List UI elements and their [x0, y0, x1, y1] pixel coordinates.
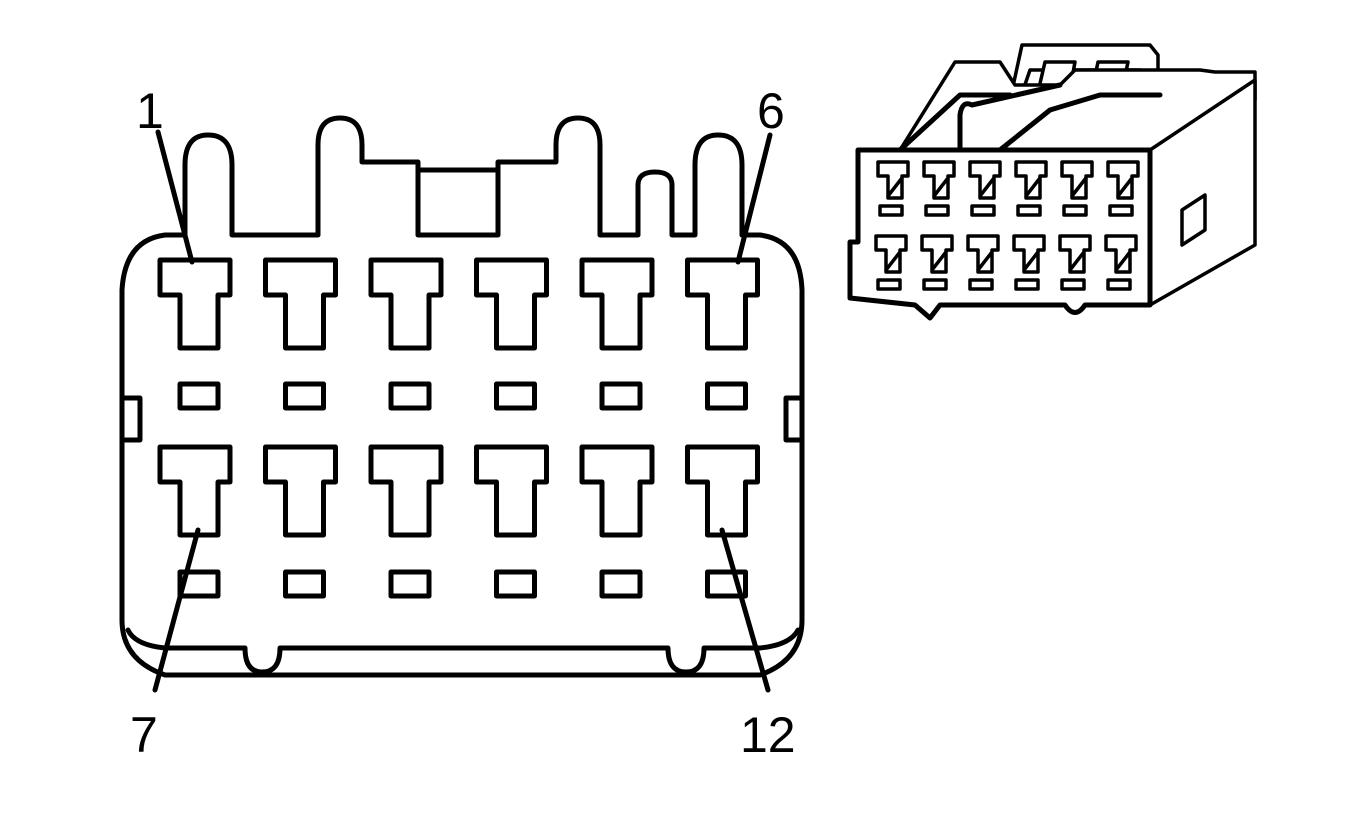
- right-side-tab: [783, 395, 805, 443]
- pin-cavity-3: [368, 257, 444, 351]
- pin-cavities: [157, 257, 760, 599]
- locking-slot-10: [494, 569, 537, 599]
- locking-slot-7: [177, 569, 221, 599]
- leader-line-pin-1: [155, 129, 195, 265]
- perspective-pin-cavities: [874, 160, 1140, 291]
- pin-label-12: 12: [740, 707, 796, 763]
- pin-cavity-5: [579, 257, 655, 351]
- locking-slot-1: [177, 381, 221, 411]
- perspective-slot-9: [968, 278, 994, 291]
- locking-slot-9: [388, 569, 432, 599]
- pin-cavity-12: [685, 444, 760, 538]
- perspective-slot-5: [1062, 204, 1088, 217]
- leader-line-pin-6: [735, 132, 773, 265]
- perspective-slot-2: [924, 204, 950, 217]
- perspective-pin-cavity-3: [968, 160, 1002, 200]
- pin-cavity-4: [474, 257, 549, 351]
- pin-label-1: 1: [136, 83, 164, 139]
- connector-top-profile: [182, 115, 745, 238]
- pin-cavity-1: [157, 257, 233, 351]
- pin-cavity-6: [685, 257, 760, 351]
- locking-slot-8: [283, 569, 326, 599]
- locking-slot-11: [599, 569, 643, 599]
- pin-cavity-2: [263, 257, 338, 351]
- locking-slot-3: [388, 381, 432, 411]
- leader-line-pin-7: [152, 527, 201, 693]
- perspective-slot-12: [1106, 278, 1132, 291]
- pin-cavity-11: [579, 444, 655, 538]
- perspective-pin-cavity-9: [966, 234, 1000, 274]
- pin-cavity-9: [368, 444, 444, 538]
- perspective-slot-11: [1060, 278, 1086, 291]
- connector-perspective-view: [847, 43, 1257, 321]
- perspective-top-ridge-1: [897, 92, 1013, 153]
- connector-body: [119, 232, 805, 678]
- perspective-pin-cavity-6: [1106, 160, 1140, 200]
- perspective-slot-4: [1016, 204, 1042, 217]
- locking-slot-5: [599, 381, 643, 411]
- perspective-pin-cavity-5: [1060, 160, 1094, 200]
- perspective-pin-cavity-8: [920, 234, 954, 274]
- locking-slot-12: [705, 569, 748, 599]
- pin-cavity-10: [474, 444, 549, 538]
- perspective-pin-cavity-10: [1012, 234, 1046, 274]
- perspective-pin-cavity-4: [1014, 160, 1048, 200]
- locking-slot-4: [494, 381, 537, 411]
- pin-cavity-7: [157, 444, 233, 538]
- perspective-slot-3: [970, 204, 996, 217]
- leader-line-pin-12: [719, 527, 771, 693]
- perspective-top-ridge-3: [997, 92, 1163, 153]
- perspective-slot-7: [876, 278, 902, 291]
- perspective-pin-cavity-7: [874, 234, 908, 274]
- pin-cavity-8: [263, 444, 338, 538]
- perspective-slot-1: [878, 204, 904, 217]
- locking-slot-6: [705, 381, 748, 411]
- pin-label-6: 6: [757, 83, 785, 139]
- perspective-pin-cavity-11: [1058, 234, 1092, 274]
- perspective-right-notch: [1180, 193, 1207, 247]
- bottom-lip: [125, 627, 801, 675]
- locking-slot-2: [283, 381, 326, 411]
- perspective-pin-cavity-1: [876, 160, 910, 200]
- perspective-slot-8: [922, 278, 948, 291]
- left-side-tab: [119, 395, 143, 443]
- connector-face-view: 1 6 7 12: [119, 83, 805, 763]
- perspective-pin-cavity-2: [922, 160, 956, 200]
- perspective-pin-cavity-12: [1104, 234, 1138, 274]
- pin-label-7: 7: [130, 707, 158, 763]
- perspective-slot-10: [1014, 278, 1040, 291]
- perspective-top-ridge-2: [957, 82, 1063, 153]
- perspective-slot-6: [1108, 204, 1134, 217]
